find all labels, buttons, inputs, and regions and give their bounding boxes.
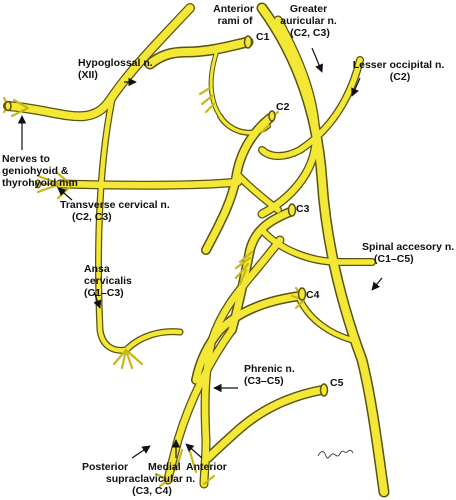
c5-root-stump [319,383,329,397]
c2-c3-loop [235,172,281,213]
lesser-occipital-arrow [351,77,361,97]
c2-label: C2 [276,101,290,113]
c5-ramus [204,386,326,462]
lesser-occipital-label: Lesser occipital n. (C2) [353,59,448,83]
nerves-to-geniohyoid-label: Nerves to geniohyoid & thyrohyoid mm [2,153,78,189]
anterior-arrow [185,443,203,459]
c2-ramus [202,114,274,254]
c3-ramus [228,208,294,334]
posterior-label: Posterior [82,461,128,473]
ansa-cervicalis-loop [123,329,183,353]
supraclavicular-trunk [164,326,236,484]
c1-label: C1 [256,31,270,43]
transverse-cervical-label: Transverse cervical n. (C2, C3) [60,199,173,223]
medial-label: Medial [148,461,181,473]
ansa-cervicalis-arrow [93,291,102,309]
hypoglossal-label: Hypoglossal n. (XII) [78,57,156,81]
greater-auricular-arrow [311,47,323,73]
c4-to-accessory-branch [297,297,355,343]
ansa-cervicalis-label: Ansa cervicalis (C1–C3) [84,263,135,299]
c1-c2-loop [218,114,270,135]
phrenic-label: Phrenic n. (C3–C5) [244,363,298,387]
spinal-accessory-label: Spinal accesory n. (C1–C5) [362,241,456,265]
greater-auricular-label: Greater auricular n. (C2, C3) [280,3,340,39]
leader-arrows [17,47,383,459]
ansa-cervicalis-superior-root [96,97,129,353]
transverse-cervical-cut-end [34,179,42,189]
c1-root-stump [243,35,253,49]
spinal-accessory-nerve [258,4,388,496]
transverse-cervical-nerve [56,178,242,189]
transverse-cervical-arrow [57,187,73,201]
labels: Anterior rami of C1 C2 C3 C4 C5 Greater … [2,3,456,497]
c5-label: C5 [330,377,344,389]
nerve-fill-layer [4,4,388,496]
anterior-rami-label: Anterior rami of [213,3,257,27]
c4-root-stump [297,287,307,301]
posterior-arrow [131,445,151,459]
anterior-label: Anterior [186,461,227,473]
root-stumps [4,35,329,397]
c1-descending-branch [209,52,222,118]
c1-ramus [146,38,252,68]
supraclavicular-label: supraclavicular n. (C3, C4) [106,473,198,497]
spinal-accessory-arrow [371,277,383,291]
c4-label: C4 [306,289,320,301]
c2-root-stump [268,110,276,122]
c3-root-stump [287,203,297,217]
c3-label: C3 [296,203,310,215]
hypoglossal-cut-end [4,100,12,112]
artist-signature [317,449,354,459]
lesser-occipital-nerve [259,57,363,159]
c4-ramus [192,292,304,384]
